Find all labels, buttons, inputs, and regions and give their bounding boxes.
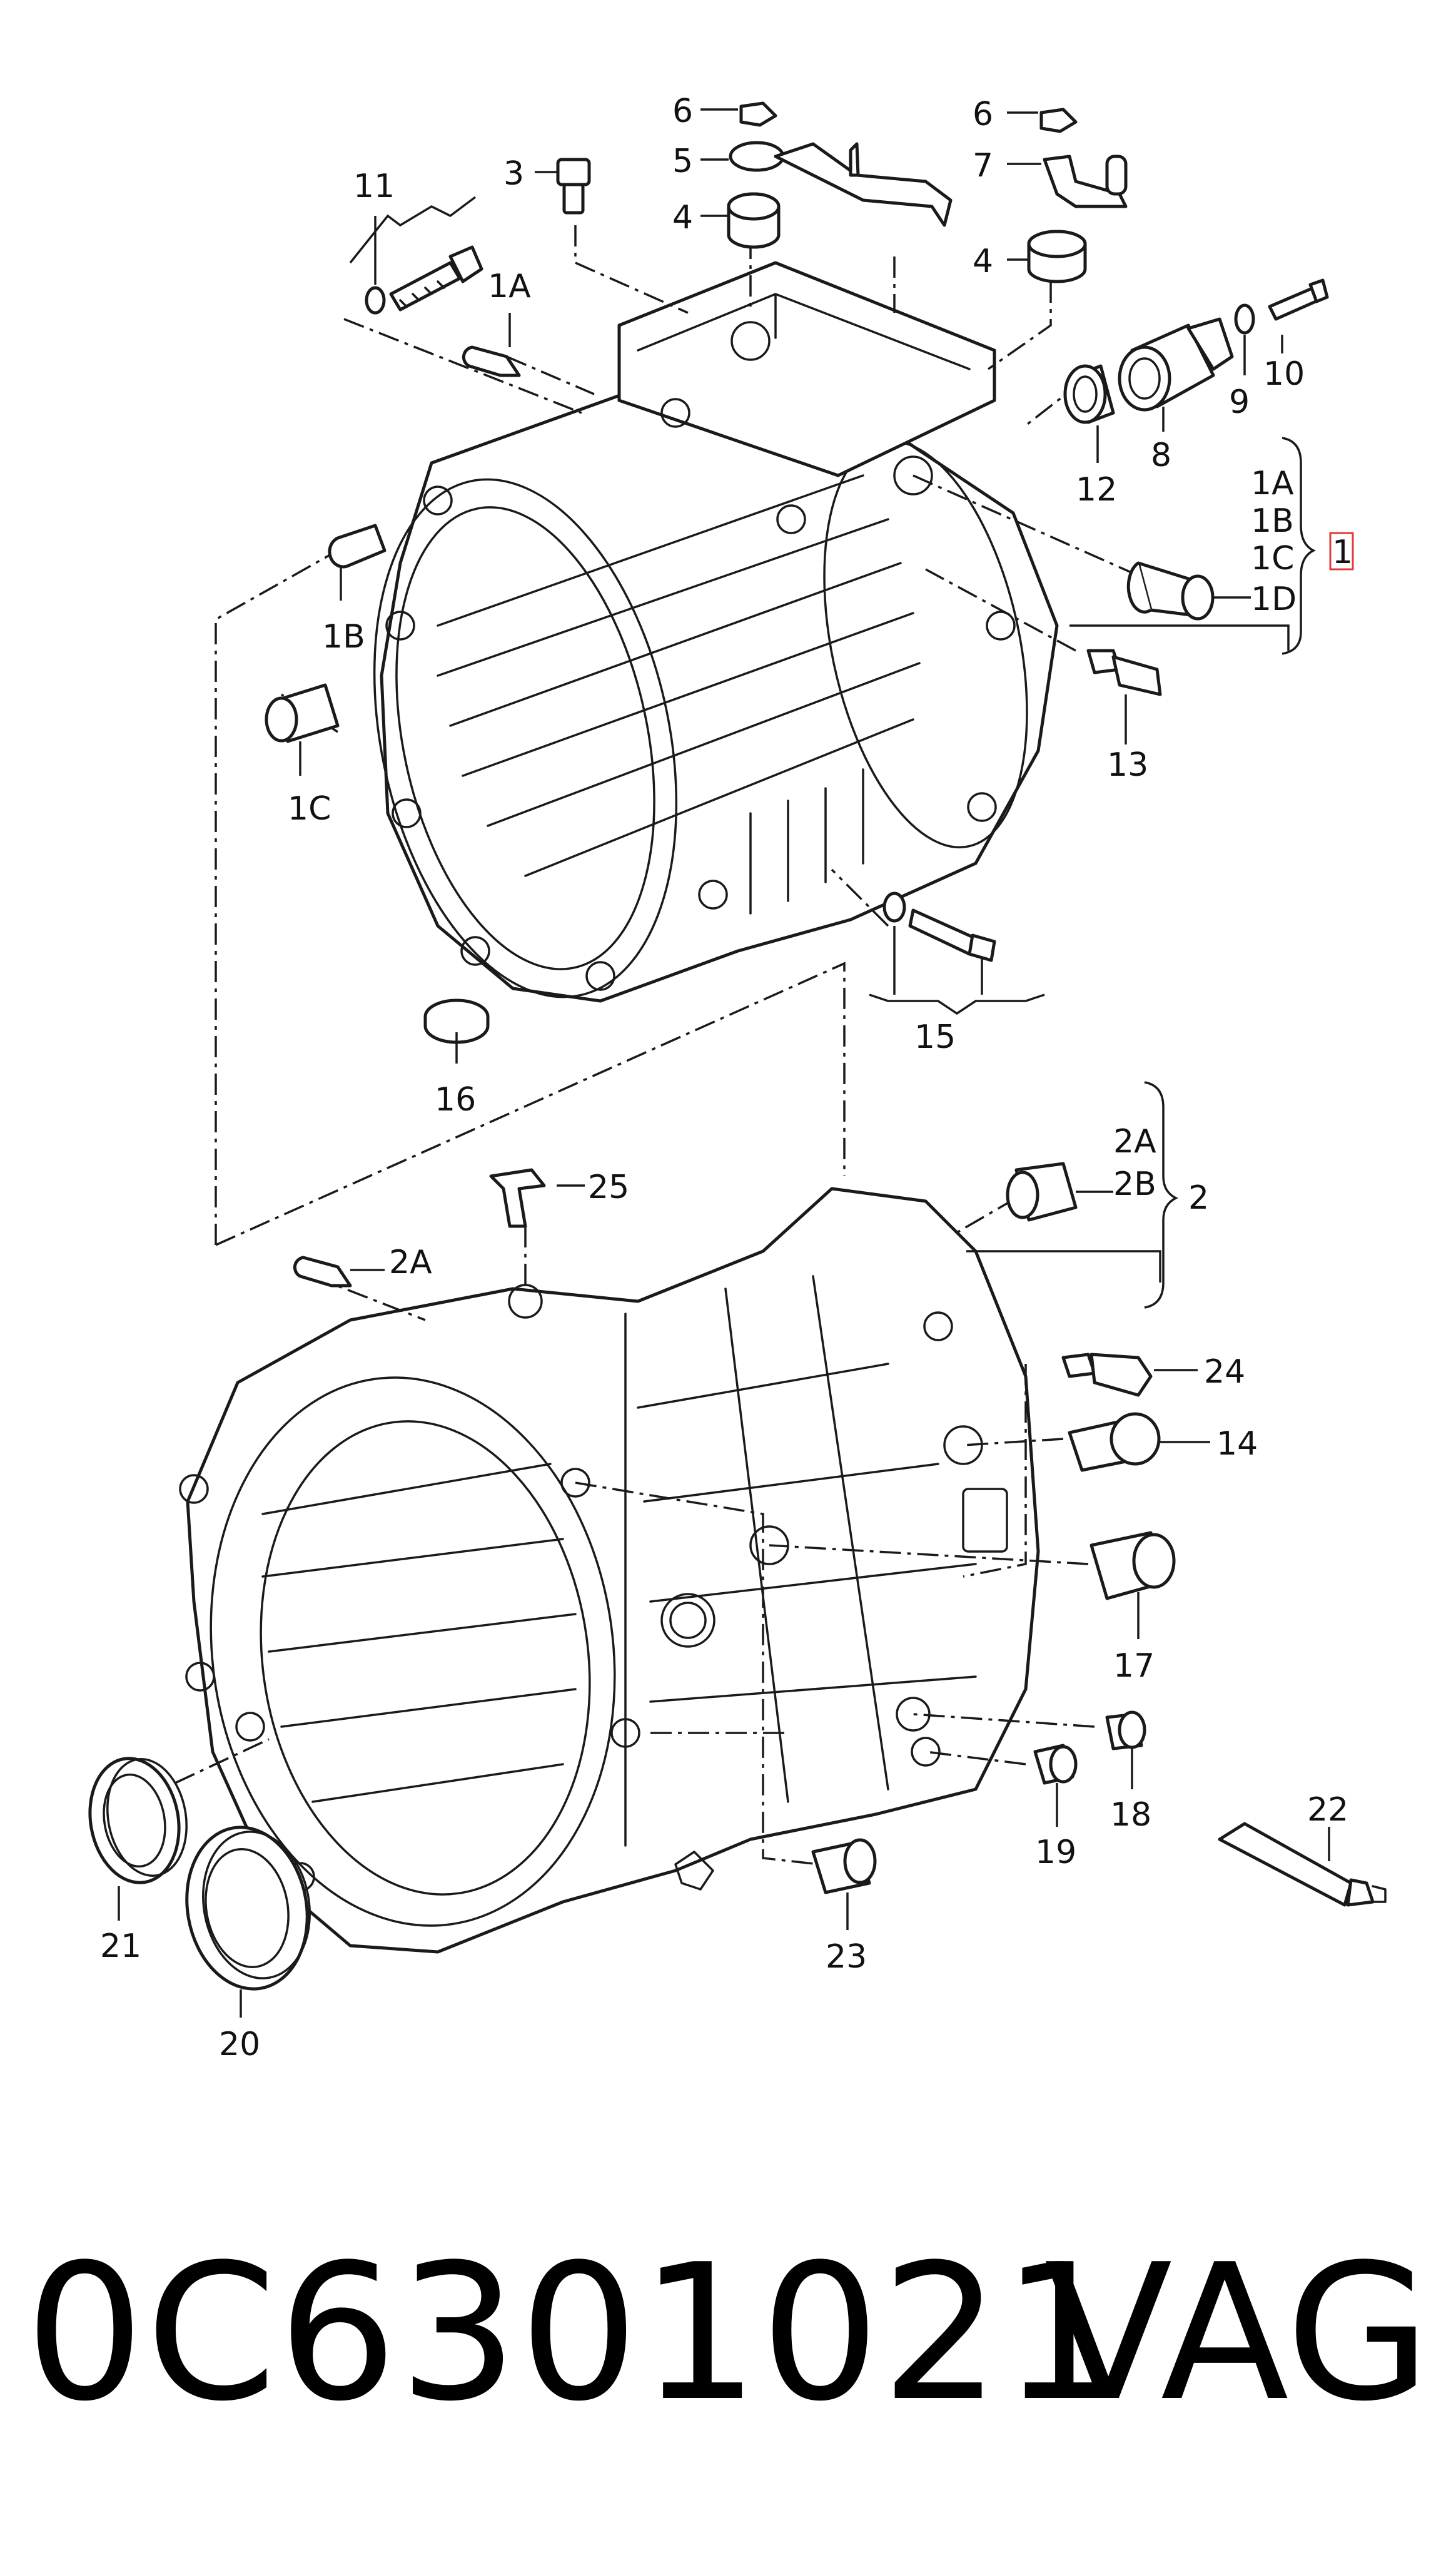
dowel-1a-icon: [462, 345, 521, 377]
callout-6a: 6: [672, 93, 693, 130]
lower-transmission-housing: [179, 1187, 1040, 1954]
bolt-15-icon: [882, 891, 996, 962]
bushing-4a-icon: [727, 192, 781, 249]
callout-25: 25: [588, 1169, 629, 1206]
brace-assembly-1: [1282, 437, 1316, 655]
lever-7-icon: [1043, 155, 1128, 208]
callout-1d: 1D: [1251, 581, 1297, 618]
callout-18: 18: [1110, 1796, 1151, 1834]
callout-9: 9: [1229, 384, 1250, 421]
clip-25-icon: [489, 1168, 546, 1228]
callout-6b: 6: [973, 96, 993, 133]
bushing-1c-icon: [265, 683, 340, 743]
callout-1b-right: 1B: [1251, 502, 1294, 540]
callout-17: 17: [1113, 1647, 1155, 1685]
leader-lines: [118, 108, 1330, 2018]
grease-tube-22-icon: [1218, 1822, 1387, 1907]
callout-4a: 4: [672, 199, 693, 236]
callout-21: 21: [100, 1928, 141, 1965]
footer-caption: 0C6301021 VAG: [25, 2227, 1431, 2465]
plug-17-icon: [1089, 1531, 1176, 1600]
callout-22: 22: [1307, 1791, 1348, 1829]
callout-23: 23: [826, 1938, 867, 1976]
seal-12-icon: [1063, 364, 1115, 424]
callout-1: 1: [1332, 534, 1353, 571]
callout-13: 13: [1107, 746, 1148, 784]
callout-15: 15: [914, 1018, 956, 1056]
callout-2a-right: 2A: [1113, 1123, 1156, 1161]
washer-9-icon: [1234, 303, 1255, 335]
assembly-braces: [966, 437, 1316, 1309]
plug-18-icon: [1105, 1710, 1146, 1750]
callout-16: 16: [435, 1081, 476, 1119]
brace-assembly-2: [1144, 1081, 1178, 1309]
callout-1a: 1A: [488, 268, 531, 305]
nut-6b-icon: [1039, 108, 1078, 133]
plug-14-icon: [1068, 1412, 1161, 1472]
seal-21-icon: [88, 1757, 188, 1884]
callout-7: 7: [973, 147, 993, 185]
bolt-10-icon: [1268, 278, 1329, 321]
dowel-2a-icon: [293, 1256, 352, 1288]
callout-11: 11: [353, 168, 395, 205]
lever-5-icon: [729, 141, 953, 227]
bolt-11-icon: [365, 245, 483, 315]
callout-1c-right: 1C: [1251, 540, 1294, 577]
callout-19: 19: [1035, 1834, 1076, 1871]
part-number: 0C6301021: [25, 2224, 1123, 2442]
callout-labels: 1 1A 1B 1C 1D 1A 1B 1C 2 2A 2B 2A 3 4 4 …: [100, 93, 1353, 2063]
plug-16-icon: [423, 998, 490, 1044]
callout-4b: 4: [973, 243, 993, 280]
bushing-1d-icon: [1126, 561, 1215, 621]
callout-1a-right: 1A: [1251, 465, 1294, 502]
callout-5: 5: [672, 143, 693, 180]
plug-23-icon: [811, 1838, 877, 1894]
callout-1c: 1C: [288, 790, 331, 828]
callout-14: 14: [1216, 1425, 1258, 1463]
bushing-4b-icon: [1027, 230, 1087, 283]
callout-2b: 2B: [1113, 1166, 1156, 1203]
callout-3: 3: [503, 155, 524, 193]
callout-20: 20: [219, 2026, 260, 2063]
callout-2a: 2A: [389, 1244, 432, 1281]
sensor-13-icon: [1086, 649, 1162, 696]
plug-19-icon: [1033, 1744, 1078, 1785]
sleeve-1b-icon: [328, 524, 387, 569]
callout-8: 8: [1151, 437, 1171, 474]
flange-8-icon: [1118, 317, 1234, 412]
callout-24: 24: [1204, 1353, 1245, 1391]
breather-3-icon: [556, 158, 591, 215]
callout-12: 12: [1076, 471, 1117, 509]
nut-6a-icon: [739, 101, 777, 127]
bushing-2b-icon: [1006, 1162, 1078, 1222]
upper-transmission-housing: [373, 261, 1059, 1003]
part-1-highlight-box: [1329, 532, 1354, 571]
seal-20-icon: [185, 1826, 311, 1991]
callout-2: 2: [1188, 1179, 1209, 1217]
small-parts: [88, 101, 1387, 1991]
brand-name: VAG: [1044, 2224, 1431, 2442]
switch-24-icon: [1061, 1353, 1153, 1397]
callout-1b: 1B: [322, 618, 365, 656]
callout-10: 10: [1263, 355, 1305, 393]
